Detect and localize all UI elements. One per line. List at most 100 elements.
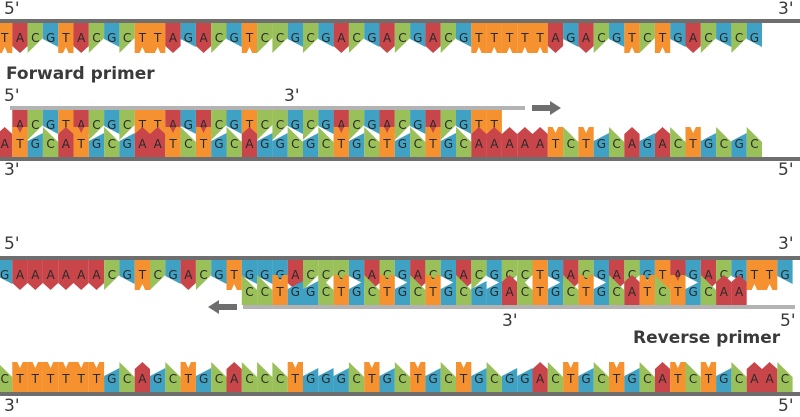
top-template-letter-7: G [107,31,116,45]
reverse-primer-letter-30: C [704,285,712,299]
forward-extension-arrow [532,101,561,115]
reverse-primer-letter-22: T [581,285,590,299]
forward-primer-base-28 [440,110,456,140]
reverse-top-letter-2: A [31,268,40,282]
forward-complement-base-48 [731,133,747,157]
bottom-template-letter-51: C [781,372,789,386]
forward-primer-base-29 [456,110,472,134]
forward-complement-base-0 [0,127,13,157]
bottom-template-letter-43: A [658,372,667,386]
reverse-primer-base-16 [486,281,502,305]
top-template-letter-15: G [230,31,239,45]
forward-complement-letter-35: A [536,137,545,151]
forward-primer-letter-14: G [230,118,239,132]
top-template-letter-28: A [429,31,438,45]
forward-complement-letter-45: T [688,137,697,151]
top-template-letter-3: G [46,31,55,45]
forward-complement-base-12 [180,127,196,157]
bottom-template-letter-39: C [597,372,605,386]
top-template-base-45 [685,23,701,53]
forward-complement-letter-5: T [77,137,86,151]
top-template-base-21 [318,23,334,47]
forward-primer-base-14 [226,110,242,134]
reverse-primer-letter-4: G [306,285,315,299]
forward-complement-base-10 [150,127,166,157]
reverse-top-base-11 [165,260,181,284]
reverse-primer-base-4 [303,281,319,305]
forward-complement-letter-47: C [720,137,728,151]
forward-complement-letter-19: C [291,137,299,151]
reverse-top-base-26 [394,260,411,284]
reverse-top-letter-24: A [368,268,377,282]
reverse-primer-letter-9: T [382,285,391,299]
top-template-base-17 [257,23,273,53]
reverse-primer-base-31 [716,275,732,305]
reverse-primer-base-26 [639,275,655,305]
top-template-letter-41: T [627,31,636,45]
reverse-primer-base-21 [563,275,579,305]
forward-primer-base-20 [318,110,334,134]
top-template-base-39 [593,23,609,53]
top-template-letter-43: T [658,31,667,45]
top-template-letter-46: C [704,31,712,45]
forward-primer-letter-15: T [245,118,254,132]
reverse-top-letter-3: A [46,268,55,282]
forward-complement-base-25 [379,127,395,157]
bottom-template-letter-3: T [46,372,55,386]
reverse-primer-letter-18: C [521,285,529,299]
top-template-base-5 [73,23,89,53]
forward-complement-base-1 [12,127,28,157]
reverse-top-letter-13: C [199,268,207,282]
bottom-template-letter-18: C [276,372,284,386]
top-template-letter-4: T [61,31,70,45]
forward-complement-letter-32: A [490,137,499,151]
reverse-top-letter-29: G [444,268,453,282]
top-template-base-10 [150,23,166,53]
reverse-primer-letter-31: A [720,285,729,299]
top-template-base-31 [471,23,487,53]
forward-complement-base-42 [639,133,655,157]
forward-complement-letter-22: T [337,137,346,151]
forward-primer-letter-18: G [291,118,300,132]
reverse-top-letter-22: C [337,268,345,282]
top-template-letter-33: T [505,31,514,45]
reverse-top-letter-37: A [567,268,576,282]
reverse-top-letter-15: T [230,268,239,282]
bottom-template-letter-4: T [61,372,70,386]
bottom-template-base-21 [318,368,334,392]
forward-primer-letter-31: T [490,118,499,132]
bottom-template-letter-8: C [123,372,131,386]
reverse-top-letter-49: T [750,268,759,282]
forward-complement-base-41 [624,127,640,157]
top-template-base-22 [333,23,349,53]
top-template-base-7 [104,23,120,47]
forward-complement-base-11 [165,127,181,157]
forward-primer-letter-5: C [92,118,100,132]
forward-complement-letter-31: A [475,137,484,151]
bottom-template-base-8 [119,362,135,392]
top-template-letter-44: G [673,31,682,45]
forward-complement-base-19 [287,127,303,157]
top-template-base-27 [410,23,426,47]
forward-complement-letter-2: G [31,137,40,151]
forward-primer-base-1 [27,110,43,140]
reverse-top-letter-12: A [184,268,193,282]
top-template-base-30 [456,23,472,47]
reverse-top-letter-4: A [62,268,71,282]
top-template-base-15 [226,23,242,47]
reverse-top-base-4 [58,260,74,290]
forward-primer-base-11 [180,110,196,134]
forward-complement-base-32 [486,127,502,157]
forward-primer-base-5 [88,110,105,140]
bottom-template-letter-31: G [474,372,483,386]
top-template-base-20 [303,23,319,53]
forward-complement-letter-6: G [92,137,101,151]
forward-complement-base-16 [241,127,258,157]
reverse-top-base-7 [104,260,120,290]
reverse-top-base-36 [547,260,564,284]
top-template-base-33 [501,23,518,53]
top-template-base-32 [486,23,502,53]
bottom-template-letter-41: G [627,372,636,386]
reverse-top-base-3 [42,260,59,290]
bottom-template-base-41 [624,368,640,392]
